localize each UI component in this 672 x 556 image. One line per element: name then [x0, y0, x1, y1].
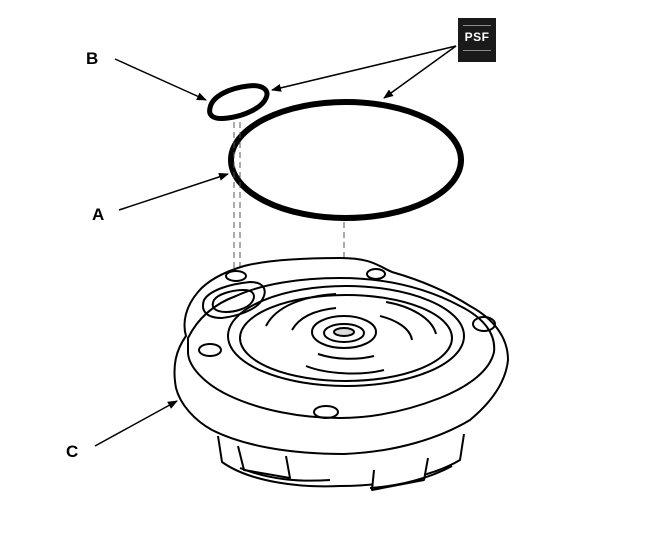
arrow-a	[118, 173, 229, 211]
housing-c	[173, 257, 509, 491]
arrow-psf-to-b	[271, 45, 457, 92]
psf-badge: PSF	[458, 18, 496, 62]
arrow-b	[114, 58, 207, 101]
label-a: A	[92, 205, 105, 224]
o-ring-b	[207, 83, 270, 121]
label-c: C	[66, 442, 79, 461]
o-ring-a	[228, 99, 464, 221]
label-b: B	[86, 49, 99, 68]
arrow-c	[94, 400, 178, 447]
arrow-psf-to-a	[383, 45, 457, 99]
leader-arrows	[94, 45, 457, 447]
psf-badge-text: PSF	[464, 30, 490, 44]
